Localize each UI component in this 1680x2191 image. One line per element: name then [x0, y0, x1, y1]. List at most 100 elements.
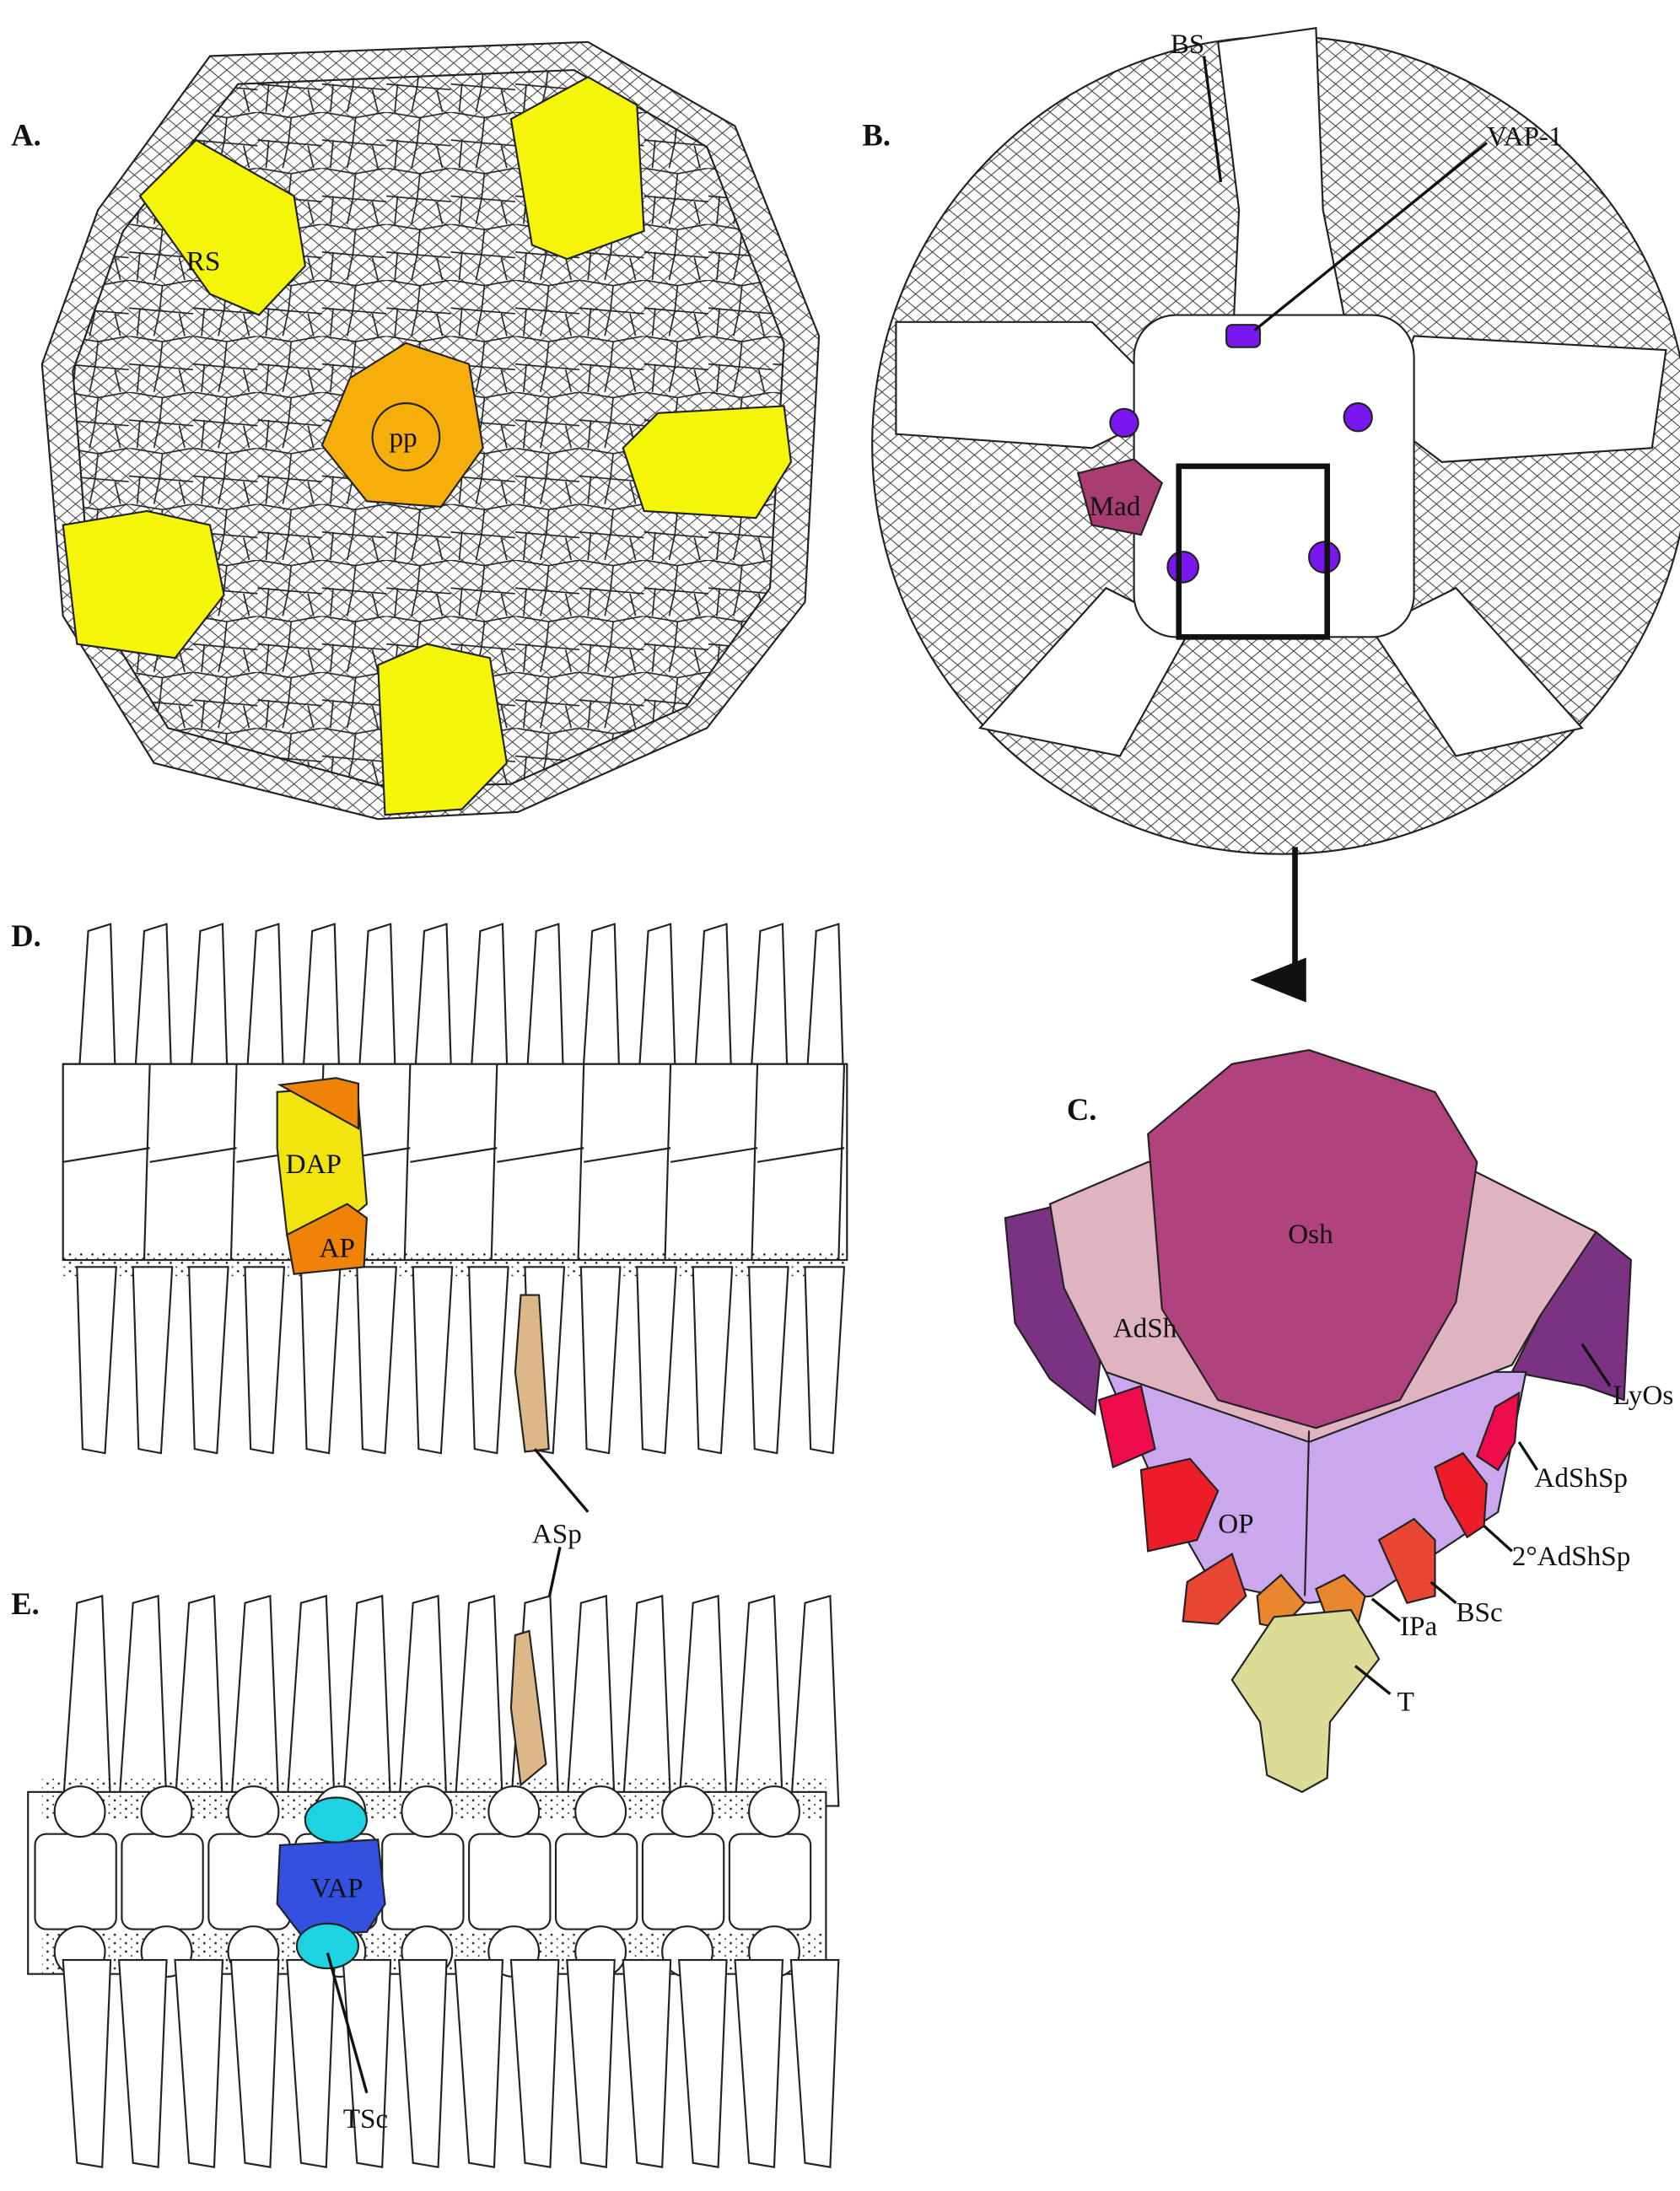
ventral-plate [34, 1833, 117, 1930]
jaw-inset-box [1176, 463, 1330, 640]
arm-spine [342, 1595, 392, 1807]
oral-shield [1147, 1048, 1478, 1429]
adsh-label: AdSh [1113, 1312, 1177, 1343]
panel-d-letter: D. [11, 918, 41, 953]
arm-spine [747, 1266, 789, 1455]
arm-segment [149, 1063, 238, 1261]
arm-spine [467, 1266, 509, 1455]
panel-b: B. Mad BS VAP-1 [863, 27, 1680, 1003]
ventral-plate [728, 1833, 812, 1930]
ventral-arm-plate [276, 1838, 386, 1936]
tentacle-scale-outline [227, 1785, 280, 1838]
arm-spine [789, 1958, 840, 2168]
pp-label: pp [389, 423, 417, 454]
arm-spine [244, 1266, 286, 1455]
adshsp-label: AdShSp [1534, 1462, 1628, 1494]
arm-spine [454, 1595, 504, 1807]
tentacle-scale-outline [487, 1785, 541, 1838]
panel-a-letter: A. [11, 118, 41, 153]
arm-spine [187, 1266, 229, 1455]
bsc-label: BSc [1456, 1596, 1502, 1628]
arm-spine [397, 1958, 448, 2168]
tentacle-scale-outline [661, 1785, 714, 1838]
arm-spine [286, 1958, 336, 2168]
dap-label: DAP [286, 1149, 342, 1180]
arm-spine [636, 1266, 677, 1455]
arm-spine [117, 1595, 168, 1807]
mad-label: Mad [1089, 491, 1140, 522]
bs-label: BS [1171, 29, 1205, 60]
arms-oral [895, 27, 1667, 757]
arm-spine [117, 1958, 168, 2168]
arm-spine [579, 1266, 622, 1455]
panel-a: A. RS pp [11, 40, 821, 821]
panel-e: E. VAP TSc [11, 1586, 840, 2168]
arm-segment [410, 1063, 498, 1261]
lyos-label: LyOs [1613, 1380, 1673, 1411]
arm-spine [132, 1266, 174, 1455]
arm-segment [584, 1063, 672, 1261]
arm-spine [734, 1595, 784, 1807]
arm-spine [299, 1266, 342, 1455]
t-label: T [1397, 1687, 1414, 1718]
arm-segment [62, 1063, 151, 1261]
arm-spine [397, 1595, 448, 1807]
ventral-plate [468, 1833, 552, 1930]
ventral-plate [554, 1833, 638, 1930]
madreporite [1076, 458, 1164, 536]
vap-label: VAP [311, 1872, 363, 1903]
ventral-arm-plates-1 [1109, 324, 1373, 584]
arm-spine [62, 1595, 112, 1807]
arm-spine [286, 1595, 336, 1807]
arm-spine [692, 1266, 734, 1455]
tentacle [1230, 1608, 1381, 1794]
arm-spine [566, 1958, 616, 2168]
tentacle-scale-top [304, 1796, 368, 1844]
arm-spine [174, 1595, 224, 1807]
tentacle-scale-outline [53, 1785, 106, 1838]
vap1-label: VAP-1 [1487, 121, 1563, 153]
arm-spine [454, 1958, 504, 2168]
op-label: OP [1218, 1509, 1253, 1540]
panel-d: D. DAP AP ASp [11, 918, 848, 1645]
tentacle-scale-outline [401, 1785, 454, 1838]
ventral-plate [121, 1833, 204, 1930]
panel-b-letter: B. [863, 118, 891, 153]
adshsp2-label: 2°AdShSp [1512, 1541, 1631, 1572]
ventral-plate [641, 1833, 725, 1930]
ventral-plate [381, 1833, 465, 1930]
arm-spine [356, 1266, 397, 1455]
tentacle-scale-outline [748, 1785, 800, 1838]
asp-label: ASp [532, 1518, 582, 1549]
tentacle-scale [295, 1922, 360, 1970]
arm-plate-ap [286, 1203, 369, 1275]
arm-spine [566, 1595, 616, 1807]
arm-spine [734, 1958, 784, 2168]
ipa-label: IPa [1400, 1611, 1438, 1642]
arm-segment [670, 1063, 759, 1261]
arm-spine [412, 1266, 454, 1455]
arm-spine [342, 1958, 392, 2168]
tsc-label: TSc [343, 2103, 388, 2134]
ap-label: AP [319, 1233, 354, 1264]
osh-label: Osh [1288, 1219, 1333, 1250]
arm-spine [509, 1958, 560, 2168]
arm-spine [804, 1266, 846, 1455]
arm-segment [497, 1063, 585, 1261]
tentacle-scale-outline [574, 1785, 627, 1838]
panel-e-letter: E. [11, 1586, 40, 1621]
arm-spine [789, 1595, 840, 1807]
panel-c: C. Osh AdSh OP LyOs AdShS [1004, 1048, 1673, 1794]
tentacle-scale-outline [140, 1785, 193, 1838]
arm-spine [677, 1958, 728, 2168]
rs-label: RS [186, 245, 221, 277]
primary-plates [320, 342, 484, 509]
arm-spine [76, 1266, 117, 1455]
arm-spine [229, 1958, 280, 2168]
arm-spine [62, 1958, 112, 2168]
radial-shields [62, 76, 793, 816]
arm-spine [174, 1958, 224, 2168]
arm-spine [677, 1595, 728, 1807]
arm-spine-e [509, 1629, 547, 1787]
